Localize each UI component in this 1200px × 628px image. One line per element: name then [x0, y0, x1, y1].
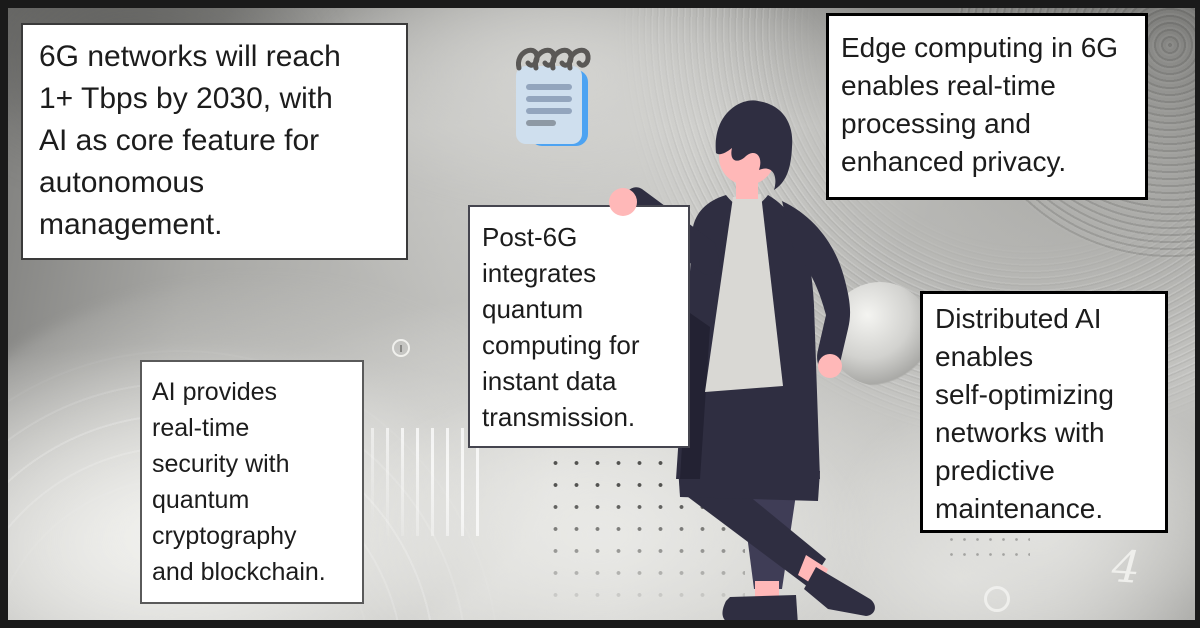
note-card-ai-security-text: AI provides real-time security with quan… [152, 378, 326, 586]
person-hand [609, 188, 637, 216]
note-card-ai-security: AI provides real-time security with quan… [140, 360, 364, 604]
note-card-post-6g-quantum: Post-6G integrates quantum computing for… [468, 205, 690, 448]
background-dot-grid-small [945, 532, 1030, 568]
note-card-distributed-ai: Distributed AI enables self-optimizing n… [920, 291, 1168, 533]
note-card-post-6g-quantum-text: Post-6G integrates quantum computing for… [482, 222, 640, 432]
note-card-6g-speed: 6G networks will reach 1+ Tbps by 2030, … [21, 23, 408, 260]
person-illustration [623, 100, 875, 625]
spiral-notepad-icon [516, 47, 591, 146]
background-ring-icon [392, 339, 410, 357]
note-card-edge-computing: Edge computing in 6G enables real-time p… [826, 13, 1148, 200]
background-glyph-4: 4 [1110, 541, 1142, 594]
background-circle-icon [984, 586, 1010, 612]
background-bars [356, 428, 484, 536]
note-card-distributed-ai-text: Distributed AI enables self-optimizing n… [935, 303, 1114, 524]
note-card-edge-computing-text: Edge computing in 6G enables real-time p… [841, 32, 1119, 177]
note-card-6g-speed-text: 6G networks will reach 1+ Tbps by 2030, … [39, 40, 341, 241]
